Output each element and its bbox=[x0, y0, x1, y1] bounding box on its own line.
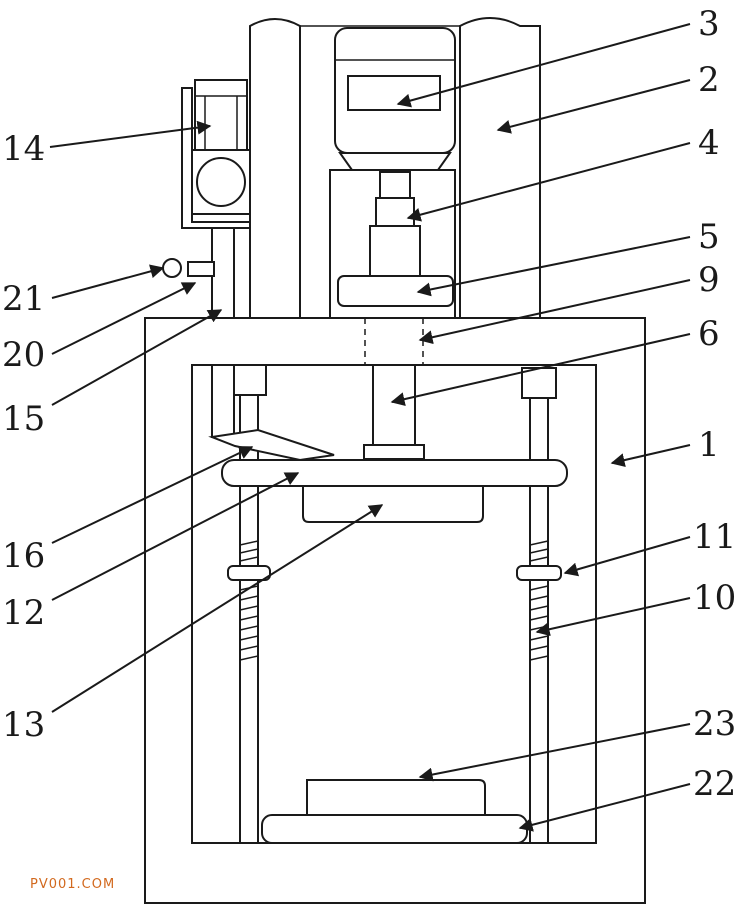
leader-lines bbox=[49, 23, 691, 832]
label-5: 5 bbox=[698, 217, 720, 257]
label-6: 6 bbox=[698, 314, 720, 354]
upright-post bbox=[249, 17, 541, 319]
crossbar bbox=[221, 459, 568, 487]
label-12: 12 bbox=[2, 593, 45, 633]
label-13: 13 bbox=[2, 705, 45, 745]
valve bbox=[162, 258, 215, 278]
label-3: 3 bbox=[698, 4, 720, 44]
label-2: 2 bbox=[698, 60, 720, 100]
clamp-block bbox=[337, 275, 454, 307]
label-21: 21 bbox=[2, 279, 45, 319]
label-15: 15 bbox=[2, 399, 45, 439]
label-14: 14 bbox=[2, 129, 45, 169]
label-9: 9 bbox=[698, 260, 720, 300]
label-20: 20 bbox=[2, 335, 45, 375]
side-motor-assembly bbox=[181, 79, 251, 229]
watermark: PV001.COM bbox=[30, 877, 115, 892]
press-head bbox=[302, 485, 484, 523]
feed-pipe bbox=[211, 227, 235, 319]
chute bbox=[208, 428, 335, 462]
left-guide-column bbox=[227, 364, 271, 844]
label-22: 22 bbox=[693, 764, 736, 804]
part-labels: 3 2 4 5 9 6 1 11 10 23 22 14 21 20 15 16… bbox=[2, 4, 736, 804]
drive-shaft bbox=[363, 364, 425, 460]
label-10: 10 bbox=[693, 578, 736, 618]
main-motor bbox=[334, 27, 456, 171]
label-16: 16 bbox=[2, 536, 45, 576]
lower-mold bbox=[261, 779, 528, 844]
right-guide-column bbox=[516, 367, 562, 844]
label-1: 1 bbox=[698, 425, 720, 465]
label-23: 23 bbox=[693, 704, 736, 744]
inner-pipe bbox=[211, 364, 235, 438]
label-4: 4 bbox=[698, 123, 720, 163]
label-11: 11 bbox=[693, 517, 736, 557]
